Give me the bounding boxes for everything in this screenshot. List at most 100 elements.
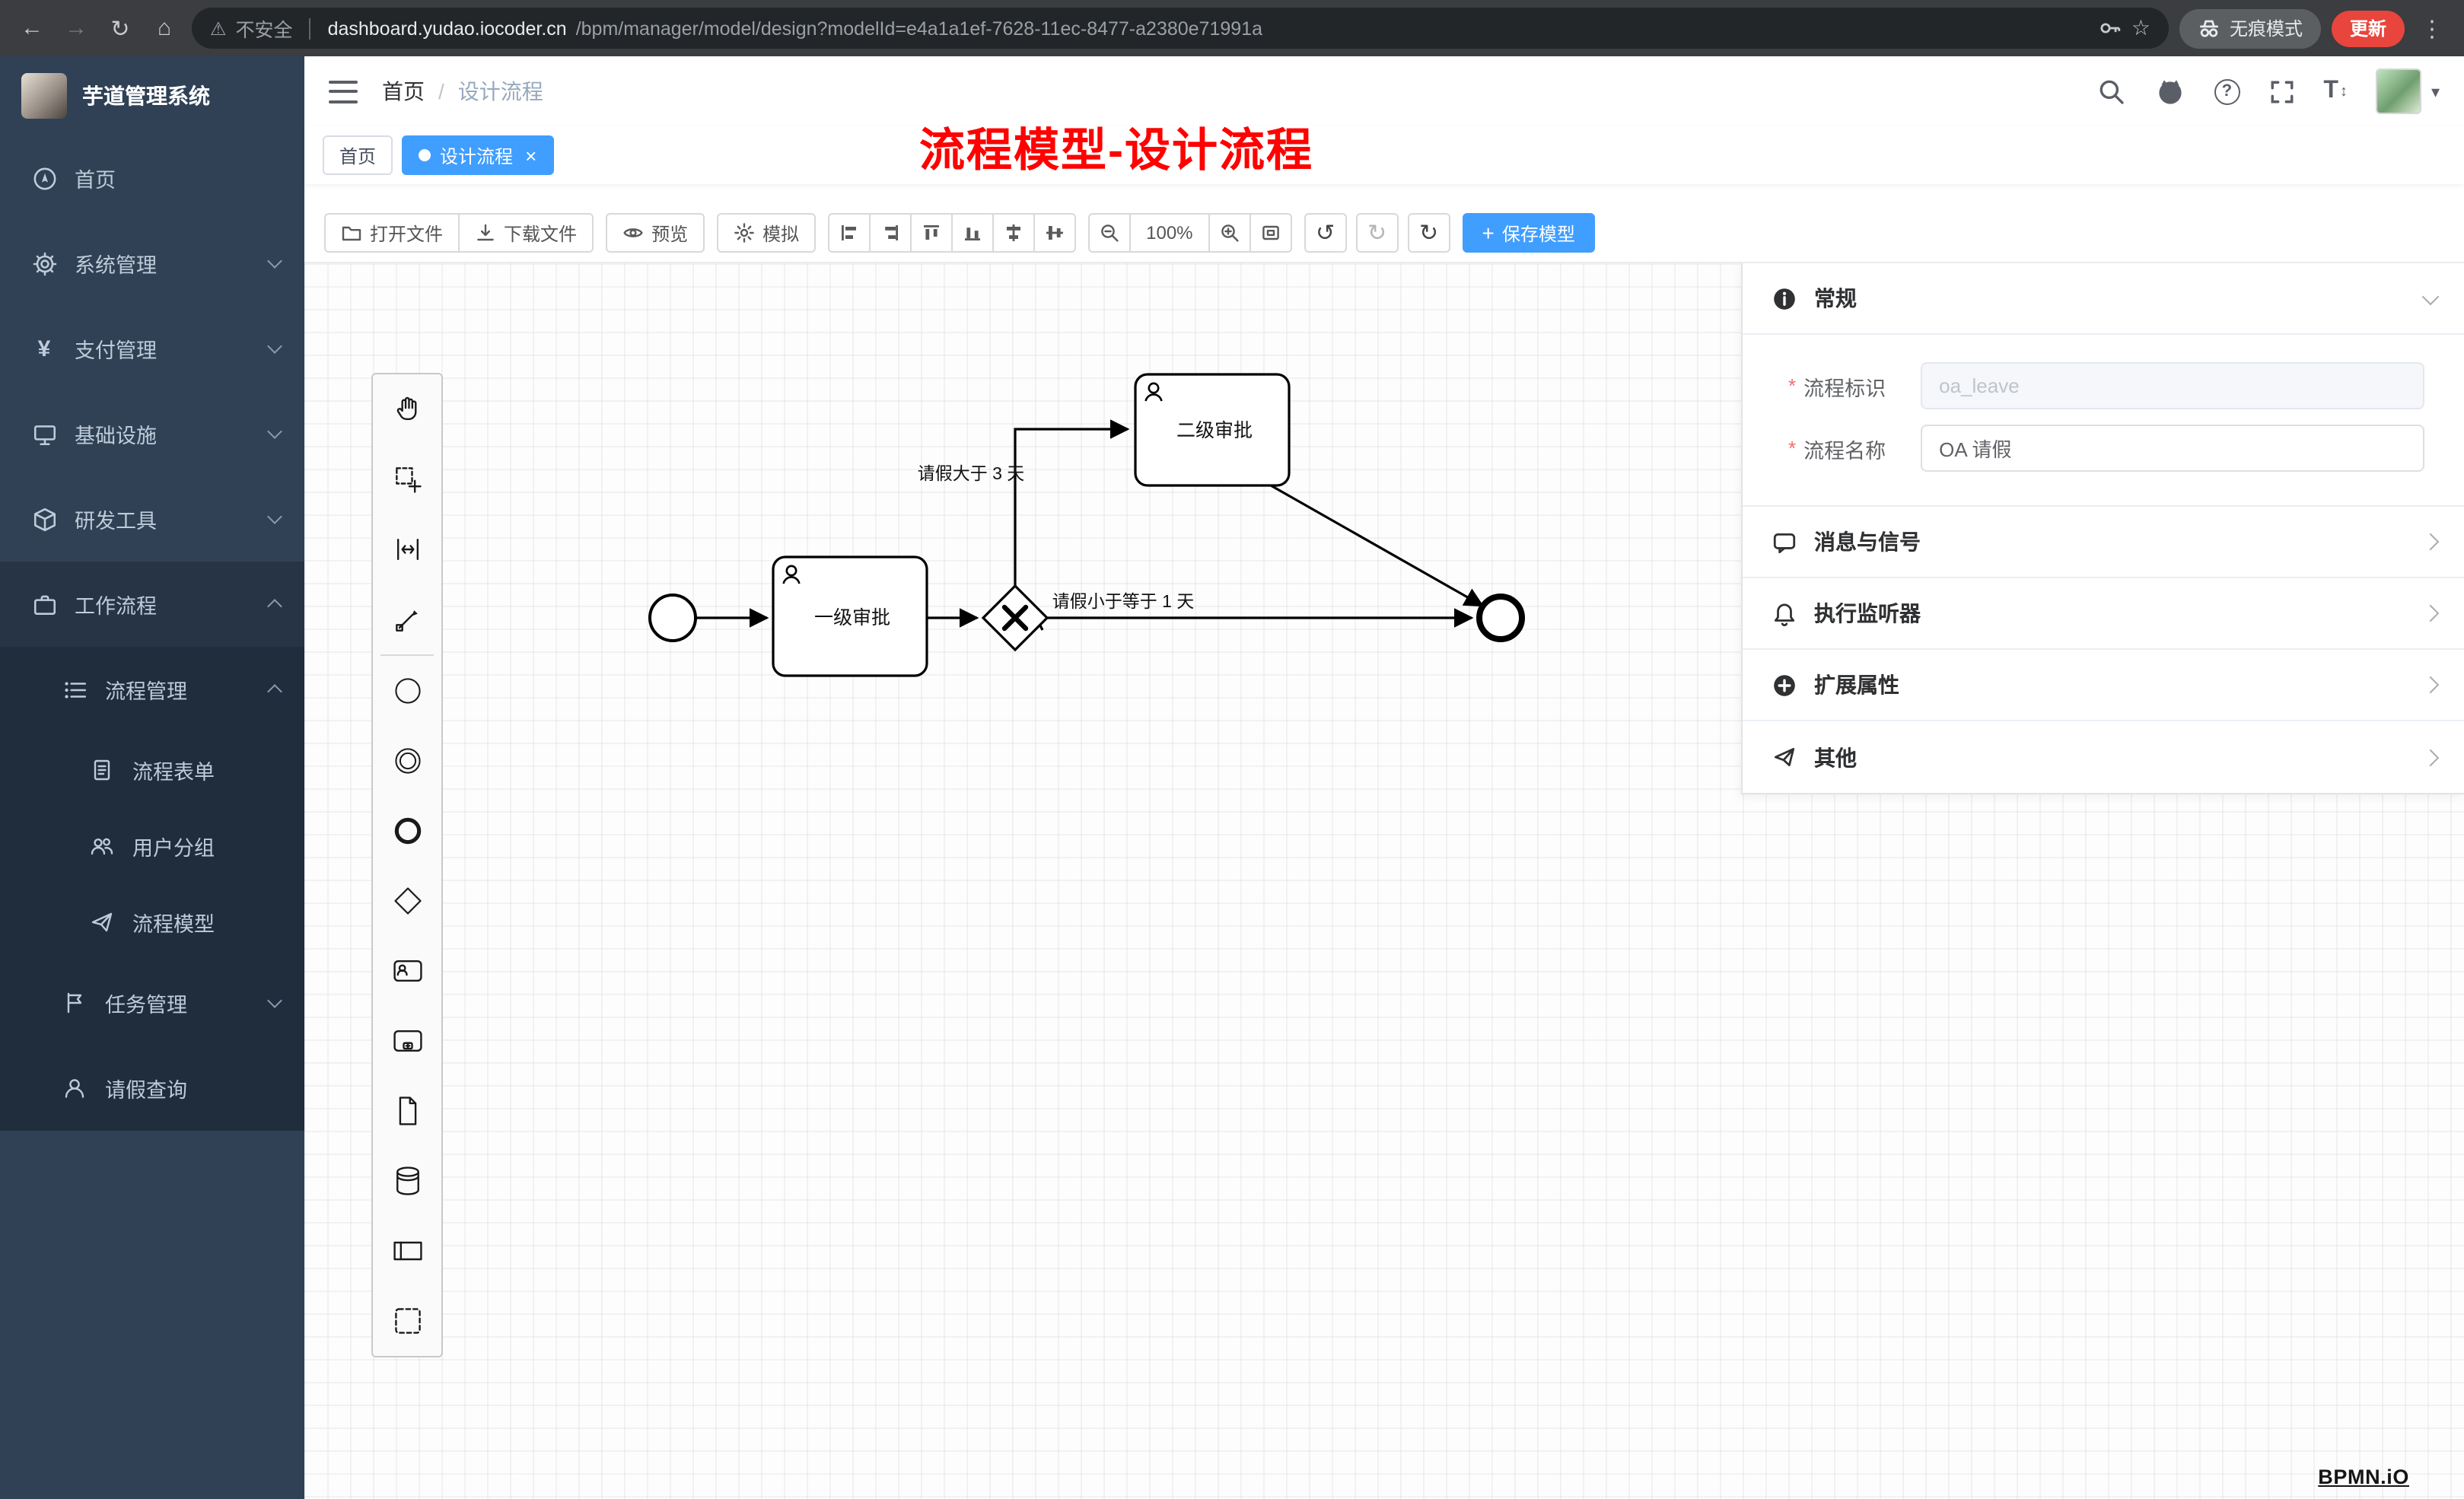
- back-button[interactable]: ←: [21, 15, 43, 41]
- process-key-input[interactable]: [1921, 362, 2424, 409]
- user-avatar-menu[interactable]: ▾: [2376, 68, 2440, 114]
- reload-button[interactable]: ↻: [110, 16, 130, 42]
- sidebar-collapse-icon[interactable]: [329, 80, 358, 103]
- github-icon[interactable]: [2154, 76, 2185, 107]
- bpmn-diagram[interactable]: 请假大于 3 天 请假小于等于 1 天 一级审批: [578, 332, 1674, 819]
- create-start-event[interactable]: [373, 656, 441, 726]
- zoom-in-button[interactable]: [1208, 213, 1251, 253]
- create-exclusive-gateway[interactable]: [373, 866, 441, 936]
- zoom-level[interactable]: 100%: [1129, 213, 1210, 253]
- align-bottom-icon: [965, 228, 981, 240]
- open-file-button[interactable]: 打开文件: [324, 213, 460, 253]
- sidebar-item-task-mgmt[interactable]: 任务管理: [0, 960, 304, 1045]
- sidebar-item-process-mgmt[interactable]: 流程管理: [0, 647, 304, 732]
- align-center-horizontal-button[interactable]: [992, 213, 1036, 253]
- bpmn-io-watermark[interactable]: BPMN.iO: [2318, 1466, 2409, 1488]
- simulate-button[interactable]: 模拟: [717, 213, 817, 253]
- flow-label-lower[interactable]: 请假小于等于 1 天: [1052, 591, 1195, 611]
- zoom-reset-button[interactable]: [1249, 213, 1292, 253]
- not-secure-label[interactable]: 不安全: [235, 20, 293, 41]
- tab-close-icon[interactable]: ×: [525, 144, 537, 167]
- browser-menu-icon[interactable]: ⋮: [2421, 16, 2443, 42]
- exclusive-gateway[interactable]: [981, 584, 1049, 652]
- panel-section-other[interactable]: 其他: [1743, 721, 2464, 793]
- align-middle-vertical-button[interactable]: [1033, 213, 1077, 253]
- incognito-label: 无痕模式: [2229, 18, 2303, 40]
- sidebar-item-process-form[interactable]: 流程表单: [0, 732, 304, 808]
- align-left-button[interactable]: [828, 213, 871, 253]
- sidebar-item-user-group[interactable]: 用户分组: [0, 808, 304, 884]
- space-tool[interactable]: [373, 514, 441, 584]
- chevron-right-icon: [2421, 676, 2440, 694]
- sidebar-item-payment[interactable]: ¥ 支付管理: [0, 306, 304, 391]
- home-button[interactable]: ⌂: [157, 15, 172, 41]
- create-data-object[interactable]: [373, 1076, 441, 1146]
- flow-label-upper[interactable]: 请假大于 3 天: [918, 463, 1025, 483]
- chevron-down-icon: [2421, 287, 2440, 305]
- fullscreen-icon[interactable]: [2268, 78, 2294, 104]
- create-user-task[interactable]: [373, 936, 441, 1006]
- folder-icon: [342, 226, 361, 241]
- task-label: 二级审批: [1176, 420, 1253, 441]
- panel-section-messages[interactable]: 消息与信号: [1743, 507, 2464, 578]
- sidebar-item-infrastructure[interactable]: 基础设施: [0, 391, 304, 476]
- address-bar[interactable]: ⚠ 不安全 dashboard.yudao.iocoder.cn /bpm/ma…: [192, 8, 2169, 49]
- bell-icon: [1770, 600, 1797, 626]
- app-title: 芋道管理系统: [82, 84, 210, 108]
- bpmn-palette: [371, 373, 443, 1357]
- user-task-level1[interactable]: 一级审批: [772, 555, 928, 677]
- sidebar-item-leave-query[interactable]: 请假查询: [0, 1045, 304, 1131]
- create-subprocess[interactable]: [373, 1006, 441, 1076]
- help-icon[interactable]: ?: [2214, 78, 2240, 104]
- document-icon: [88, 758, 116, 782]
- breadcrumb-home[interactable]: 首页: [382, 79, 425, 103]
- create-group[interactable]: [373, 1286, 441, 1356]
- zoom-out-button[interactable]: [1088, 213, 1132, 253]
- update-button[interactable]: 更新: [2331, 10, 2405, 46]
- create-participant[interactable]: [373, 1216, 441, 1286]
- end-event[interactable]: [1476, 594, 1525, 642]
- forward-button[interactable]: →: [65, 15, 88, 41]
- start-event[interactable]: [648, 594, 697, 642]
- download-file-button[interactable]: 下载文件: [458, 213, 594, 253]
- user-task-level2[interactable]: 二级审批: [1134, 373, 1291, 487]
- redo-button[interactable]: ↻: [1355, 213, 1399, 253]
- panel-section-extensions[interactable]: 扩展属性: [1743, 650, 2464, 721]
- avatar[interactable]: [2376, 68, 2422, 114]
- search-icon[interactable]: [2096, 77, 2125, 106]
- password-key-icon[interactable]: [2099, 17, 2122, 40]
- global-connect-tool[interactable]: [373, 584, 441, 654]
- caret-down-icon: ▾: [2431, 83, 2440, 101]
- lasso-tool[interactable]: [373, 444, 441, 514]
- save-model-button[interactable]: + 保存模型: [1462, 213, 1595, 253]
- hand-tool[interactable]: [373, 374, 441, 444]
- bpmn-canvas[interactable]: 请假大于 3 天 请假小于等于 1 天 一级审批: [304, 262, 2464, 1499]
- bookmark-star-icon[interactable]: ☆: [2131, 15, 2150, 40]
- panel-section-general[interactable]: 常规: [1743, 263, 2464, 335]
- flow-task2-to-end[interactable]: [1270, 484, 1485, 607]
- sidebar-item-devtools[interactable]: 研发工具: [0, 476, 304, 562]
- create-end-event[interactable]: [373, 796, 441, 866]
- restart-button[interactable]: ↻: [1407, 213, 1450, 253]
- align-top-button[interactable]: [910, 213, 953, 253]
- sidebar-item-process-model[interactable]: 流程模型: [0, 884, 304, 960]
- align-bottom-button[interactable]: [951, 213, 995, 253]
- panel-section-listeners[interactable]: 执行监听器: [1743, 578, 2464, 650]
- flow-gateway-to-task2[interactable]: [1014, 419, 1130, 586]
- tab-design-process[interactable]: 设计流程 ×: [402, 135, 554, 175]
- zoom-in-icon: [1221, 224, 1239, 242]
- align-right-button[interactable]: [869, 213, 912, 253]
- create-intermediate-event[interactable]: [373, 726, 441, 796]
- tab-home[interactable]: 首页: [323, 135, 393, 175]
- process-name-input[interactable]: [1921, 425, 2424, 472]
- sidebar-item-workflow[interactable]: 工作流程: [0, 562, 304, 647]
- align-left-icon: [842, 225, 857, 240]
- sidebar-item-home[interactable]: 首页: [0, 135, 304, 221]
- sidebar-item-system[interactable]: 系统管理: [0, 221, 304, 306]
- preview-button[interactable]: 预览: [606, 213, 705, 253]
- create-data-store[interactable]: [373, 1146, 441, 1216]
- undo-button[interactable]: ↺: [1304, 213, 1347, 253]
- top-header: 首页 / 设计流程 ? T↕ ▾: [304, 56, 2464, 126]
- font-size-icon[interactable]: T↕: [2323, 78, 2348, 103]
